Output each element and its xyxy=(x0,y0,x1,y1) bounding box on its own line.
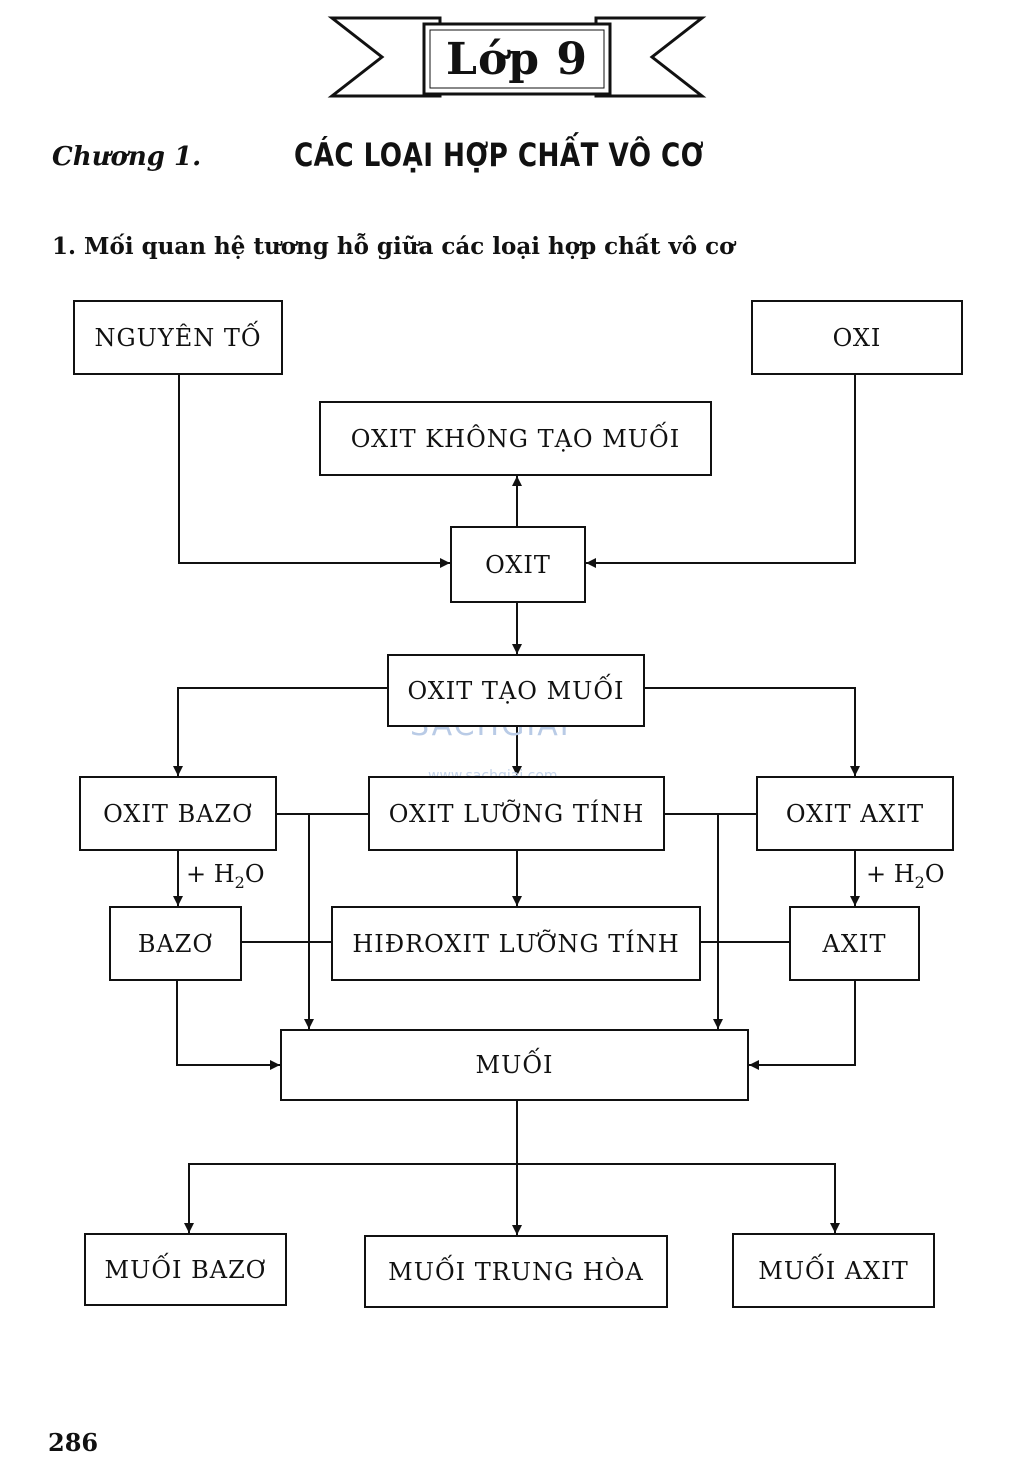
node-muoi-bazo: MUỐI BAZƠ xyxy=(84,1233,287,1306)
page-number: 286 xyxy=(48,1428,99,1457)
node-muoi-axit: MUỐI AXIT xyxy=(732,1233,935,1308)
node-hidroxit-luong-tinh: HIĐROXIT LƯỠNG TÍNH xyxy=(331,906,701,981)
node-oxit-luong-tinh: OXIT LƯỠNG TÍNH xyxy=(368,776,665,851)
chapter-label: Chương 1. xyxy=(52,142,202,172)
water-label-left: + H2O xyxy=(186,860,265,892)
grade-banner xyxy=(327,16,707,98)
node-oxi: OXI xyxy=(751,300,963,375)
node-oxit: OXIT xyxy=(450,526,586,603)
grade-title: Lớp 9 xyxy=(446,33,588,85)
node-muoi: MUỐI xyxy=(280,1029,749,1101)
node-bazo: BAZƠ xyxy=(109,906,242,981)
node-oxit-axit: OXIT AXIT xyxy=(756,776,954,851)
node-nguyen-to: NGUYÊN TỐ xyxy=(73,300,283,375)
water-label-right: + H2O xyxy=(866,860,945,892)
node-muoi-trung-hoa: MUỐI TRUNG HÒA xyxy=(364,1235,668,1308)
node-oxit-bazo: OXIT BAZƠ xyxy=(79,776,277,851)
node-axit: AXIT xyxy=(789,906,920,981)
node-oxit-tao-muoi: OXIT TẠO MUỐI xyxy=(387,654,645,727)
node-oxit-khong-tao-muoi: OXIT KHÔNG TẠO MUỐI xyxy=(319,401,712,476)
section-title: 1. Mối quan hệ tương hỗ giữa các loại hợ… xyxy=(52,233,735,260)
chapter-title: CÁC LOẠI HỢP CHẤT VÔ CƠ xyxy=(294,136,704,174)
